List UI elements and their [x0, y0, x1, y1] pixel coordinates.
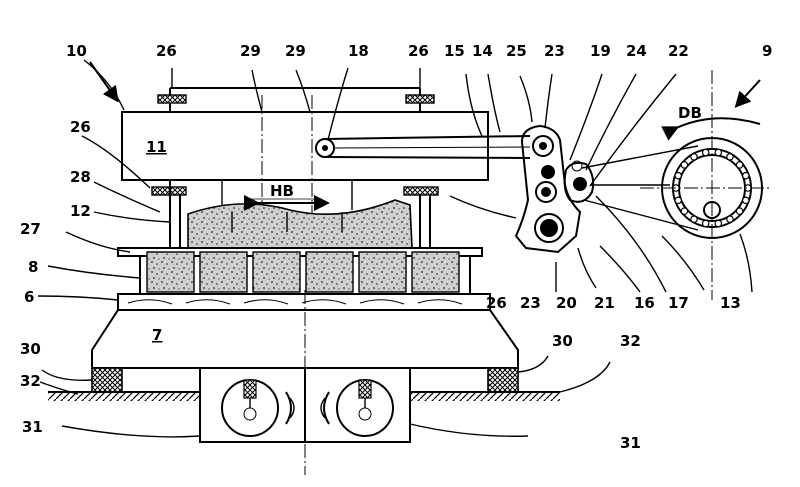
label-17: 17: [668, 294, 689, 312]
label-26-top-right: 26: [408, 42, 429, 60]
pallet: [117, 293, 491, 311]
label-26-bottom: 26: [486, 294, 507, 312]
bearing-ball: [741, 171, 750, 180]
mould-cell-4: [305, 251, 354, 293]
label-23-top: 23: [544, 42, 565, 60]
label-24: 24: [626, 42, 647, 60]
mould-cell-1: [146, 251, 195, 293]
mould-cell-2: [199, 251, 248, 293]
label-20: 20: [556, 294, 577, 312]
label-30-right: 30: [552, 332, 573, 350]
label-14: 14: [472, 42, 493, 60]
upper-support-frame: [157, 87, 435, 112]
bearing-ball: [690, 215, 698, 224]
bearing-ball: [726, 153, 734, 161]
bearing-ball: [701, 148, 710, 157]
bearing-ball: [674, 196, 683, 205]
bearing-ball: [680, 207, 689, 215]
mould-cell-6: [411, 251, 460, 293]
damper-left: [91, 367, 123, 393]
bearing-ball: [690, 153, 698, 161]
label-13: 13: [720, 294, 741, 312]
label-29-right: 29: [285, 42, 306, 60]
ground-right: [410, 391, 560, 401]
mould-cell-3: [252, 251, 301, 293]
label-27: 27: [20, 220, 41, 238]
drive-wheel: [640, 70, 770, 300]
mould-cell-5: [358, 251, 407, 293]
label-26-left: 26: [70, 118, 91, 136]
bearing-ball: [726, 215, 734, 224]
connecting-rod: [315, 135, 531, 159]
mould-frame: [117, 247, 483, 295]
bearing-ball: [735, 161, 744, 169]
bearing-ball: [674, 171, 683, 180]
label-hb: HB: [270, 182, 294, 200]
label-16: 16: [634, 294, 655, 312]
label-9: 9: [762, 42, 772, 60]
label-25: 25: [506, 42, 527, 60]
support-pad-top-right: [405, 94, 435, 104]
support-pad-right: [403, 186, 439, 196]
bearing-ball: [680, 161, 689, 169]
label-6: 6: [24, 288, 34, 306]
label-23-bottom: 23: [520, 294, 541, 312]
eccentric-cam: [563, 160, 595, 203]
label-12: 12: [70, 202, 91, 220]
label-29-left: 29: [240, 42, 261, 60]
ground-left: [48, 391, 200, 401]
label-31-left: 31: [22, 418, 43, 436]
label-22: 22: [668, 42, 689, 60]
label-21: 21: [594, 294, 615, 312]
label-19: 19: [590, 42, 611, 60]
hb-stroke-arrow: [244, 195, 330, 211]
upper-housing: [121, 111, 489, 181]
db-rotation-arrow: [661, 117, 761, 141]
label-18: 18: [348, 42, 369, 60]
bearing-ball: [714, 219, 723, 228]
damper-right: [487, 367, 519, 393]
label-8: 8: [28, 258, 38, 276]
bearing-ball: [714, 148, 723, 157]
bearing-balls: [672, 148, 752, 228]
label-11: 11: [146, 138, 167, 156]
label-db: DB: [678, 104, 702, 122]
label-7: 7: [152, 326, 162, 344]
bearing-ball: [741, 196, 750, 205]
label-31-right: 31: [620, 434, 641, 452]
exciter-housing: [199, 367, 411, 443]
label-26-top-left: 26: [156, 42, 177, 60]
label-15: 15: [444, 42, 465, 60]
label-28: 28: [70, 168, 91, 186]
label-32-left: 32: [20, 372, 41, 390]
support-pad-top-left: [157, 94, 187, 104]
crank-lever: [514, 124, 582, 254]
label-32-right: 32: [620, 332, 641, 350]
label-10: 10: [66, 42, 87, 60]
tamper-head: [187, 180, 413, 249]
bearing-ball: [701, 219, 710, 228]
bearing-ball: [735, 207, 744, 215]
side-supports: [151, 180, 439, 248]
label-30-left: 30: [20, 340, 41, 358]
